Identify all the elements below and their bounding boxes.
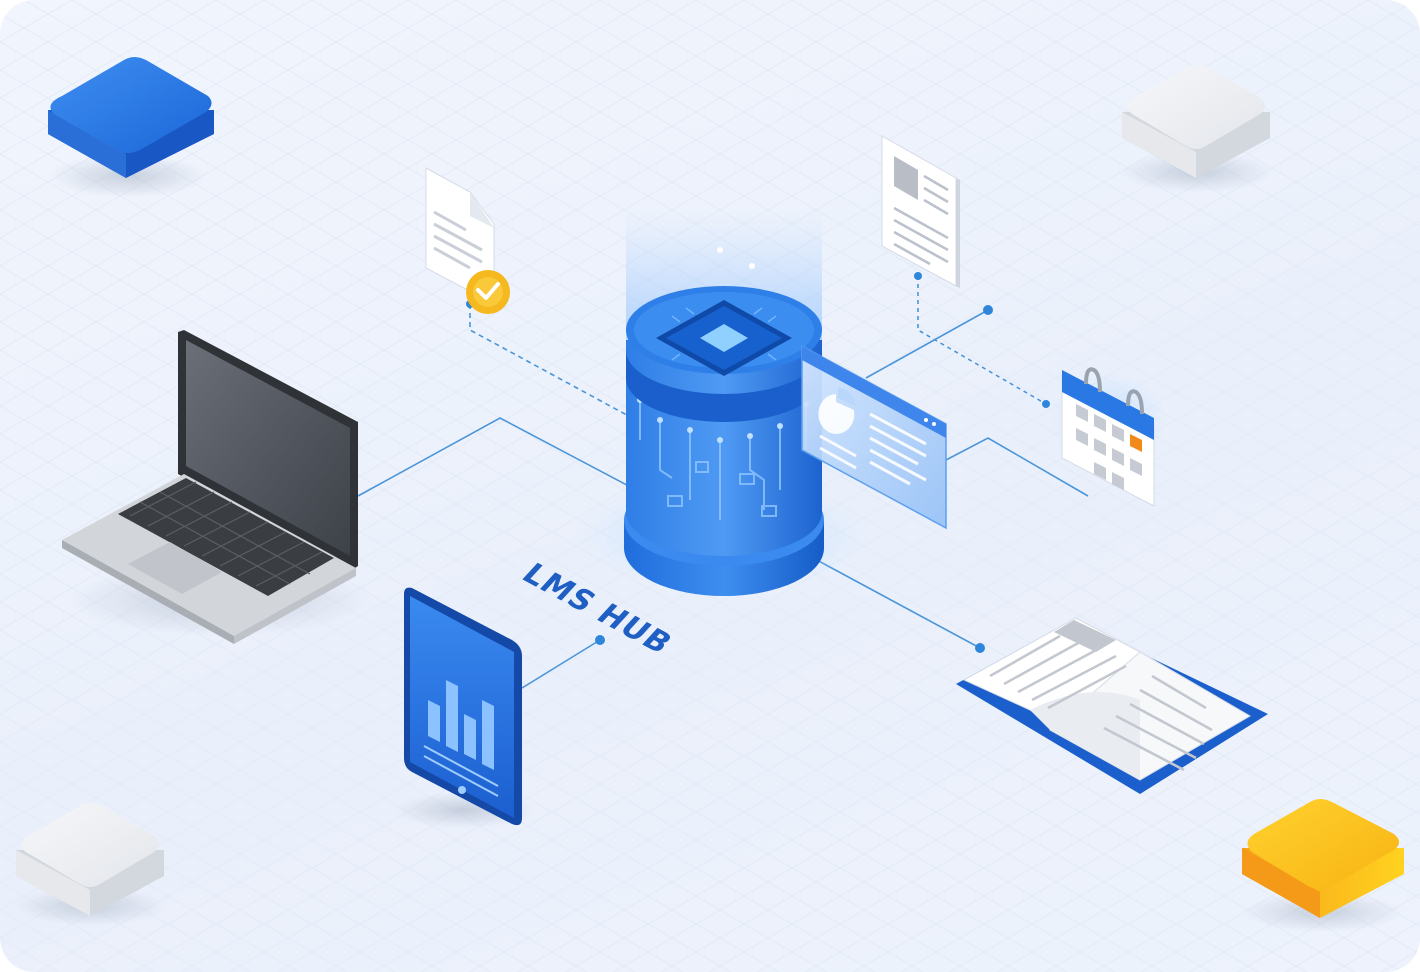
laptop-icon [62, 330, 370, 644]
server-database-hub-icon [574, 210, 874, 596]
connector-laptop [357, 417, 641, 497]
block-gray-bottom-left [14, 803, 166, 926]
connector-calendar [945, 437, 1089, 497]
connector-panel-top [865, 309, 989, 379]
block-gray-top-right [1120, 65, 1272, 192]
certificate-document-icon [425, 167, 510, 314]
article-document-icon [881, 135, 960, 288]
tablet-bar-chart-icon [394, 587, 534, 828]
connector-tablet [521, 639, 601, 689]
block-blue-top-left [48, 57, 214, 198]
open-book-icon [956, 617, 1268, 794]
connector-article [917, 276, 1047, 405]
block-yellow-bottom-right [1242, 799, 1404, 932]
calendar-icon [1048, 367, 1168, 507]
analytics-dashboard-panel [801, 344, 947, 530]
